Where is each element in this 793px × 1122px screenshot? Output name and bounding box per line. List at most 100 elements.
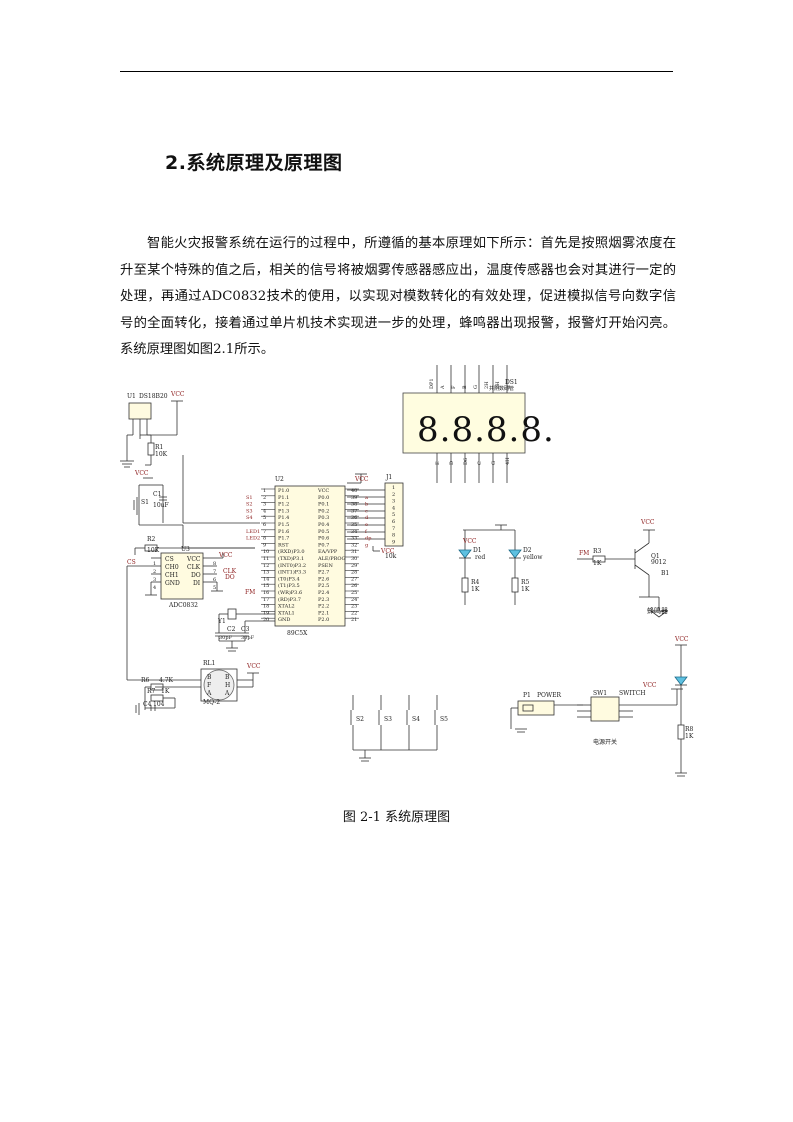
c3-value: 30pF (241, 635, 255, 641)
u2-part: 89C5X (287, 630, 308, 637)
b1-ref: B1 (661, 570, 669, 577)
u2-left-pin: P1.5 (278, 522, 289, 528)
u2-left-pin: XTAL1 (278, 610, 295, 616)
u2-left-pin: P1.2 (278, 502, 289, 508)
p1-ref: P1 (523, 692, 531, 699)
mq2-pin-h: H (225, 682, 230, 689)
mq2-pin-a2: A (224, 690, 230, 697)
p0-net-label: dp (365, 536, 371, 542)
u2-right-pin: P2.1 (318, 610, 329, 616)
ds1-top-pin: B (506, 385, 512, 389)
u2-right-num: 38 (351, 502, 357, 508)
u2-right-pin: P0.1 (318, 502, 329, 508)
mq2-pin-b1: B (207, 674, 212, 681)
p0-net-label: d (365, 515, 369, 521)
u3-num-1: 1 (153, 561, 156, 567)
u2-right-num: 34 (351, 529, 357, 535)
u2-left-num: 17 (263, 597, 269, 603)
u3-pin-gnd: GND (165, 580, 180, 587)
r8-ref: R8 (685, 726, 694, 733)
ds1-part: 共阴数码管 (489, 385, 514, 392)
u2-right-pin: EA/VPP (318, 549, 338, 555)
p1-net-label: S2 (246, 502, 253, 508)
d2-color: yellow (522, 554, 543, 561)
j1-ref: J1 (385, 474, 392, 481)
vcc-leds: VCC (462, 538, 477, 545)
u3-num-2: 2 (153, 569, 156, 575)
ds1-bottom-pin: C (477, 461, 483, 465)
u2-left-num: 11 (263, 556, 269, 562)
c2-value: 30pF (219, 635, 233, 641)
ds1-top-pin: 3H (495, 381, 501, 389)
u2-right-num: 26 (351, 583, 357, 589)
mq2-pin-a1: A (206, 690, 212, 697)
u2-right-pin: P2.0 (318, 617, 329, 623)
p1-net-label: S4 (246, 515, 253, 521)
y1-ref: Y1 (217, 618, 226, 625)
mq2-pin-f: F (207, 682, 211, 689)
p0-net-label: e (365, 522, 368, 528)
d2-ref: D2 (523, 547, 532, 554)
u2-pin-labels: P1.0P1.1P1.2P1.3P1.4P1.5P1.6P1.7RST(RXD)… (246, 488, 371, 623)
j1-pin-num: 1 (392, 485, 395, 491)
cs-net-label: CS (127, 559, 136, 566)
u3-ref: U3 (181, 546, 190, 553)
r8-value: 1K (685, 733, 694, 740)
u2-right-pin: P2.7 (318, 570, 329, 576)
figure-caption: 图 2-1 系统原理图 (342, 810, 451, 825)
ds1-ref: DS1 (505, 379, 518, 386)
r1-value: 10K (155, 451, 168, 458)
u2-right-pin: P2.3 (318, 597, 329, 603)
u2-right-num: 21 (351, 617, 357, 623)
q1-ref: Q1 (651, 553, 660, 560)
ds1-top-pin: 2H (484, 381, 490, 389)
u3-pin-ch0: CH0 (165, 564, 179, 571)
u2-left-num: 12 (263, 563, 269, 569)
u2-right-pin: P0.6 (318, 536, 329, 542)
sw1-ref: SW1 (593, 690, 607, 697)
u2-right-pin: P0.7 (318, 542, 329, 548)
u2-left-pin: P1.6 (278, 529, 289, 535)
r2-value: 10K (147, 547, 160, 554)
c1-value: 10uF (153, 502, 169, 509)
u2-right-num: 25 (351, 590, 357, 596)
do-net: DO (225, 574, 235, 581)
alarm-leds (458, 524, 522, 605)
mcu-89c5x (215, 473, 367, 652)
u3-part: ADC0832 (168, 602, 198, 609)
r4-value: 1K (471, 586, 480, 593)
mq2-pin-b2: B (225, 674, 230, 681)
p0-net-label: f (365, 529, 368, 535)
u2-left-num: 6 (263, 522, 266, 528)
j1-pin-num: 5 (392, 512, 395, 518)
r3-ref: R3 (593, 548, 602, 555)
ds1-top-pin: DP1 (429, 378, 435, 389)
u2-left-num: 14 (263, 576, 269, 582)
r3-value: 1K (593, 560, 602, 567)
u2-right-pin: P0.5 (318, 529, 329, 535)
u2-left-pin: P1.7 (278, 536, 289, 542)
r7-ref: R7 (147, 688, 156, 695)
u2-left-num: 1 (263, 488, 266, 494)
u2-ref: U2 (275, 476, 284, 483)
s5-ref: S5 (440, 716, 448, 723)
vcc-mq2: VCC (246, 663, 261, 670)
u3-pin-clk: CLK (187, 564, 201, 571)
j1-pin-num: 4 (392, 505, 395, 511)
u2-right-pin: P2.4 (318, 590, 329, 596)
u2-left-pin: P1.0 (278, 488, 289, 494)
j1-part: 10k (385, 553, 397, 560)
j1-vcc: VCC (380, 548, 395, 555)
ds1-bottom-pin: D6 (463, 458, 469, 465)
ds18b20 (120, 400, 183, 468)
ds1-top-pin: B (462, 385, 468, 389)
u2-right-pin: P0.4 (318, 522, 329, 528)
ds1-bottom-pin: E (435, 461, 441, 465)
c4-ref: C4 (143, 701, 152, 708)
s3-ref: S3 (384, 716, 392, 723)
c4-value: 104 (153, 701, 165, 708)
ds1-top-pin: G (473, 385, 479, 389)
u3-num-4: 4 (153, 585, 156, 591)
u2-left-num: 13 (263, 570, 269, 576)
